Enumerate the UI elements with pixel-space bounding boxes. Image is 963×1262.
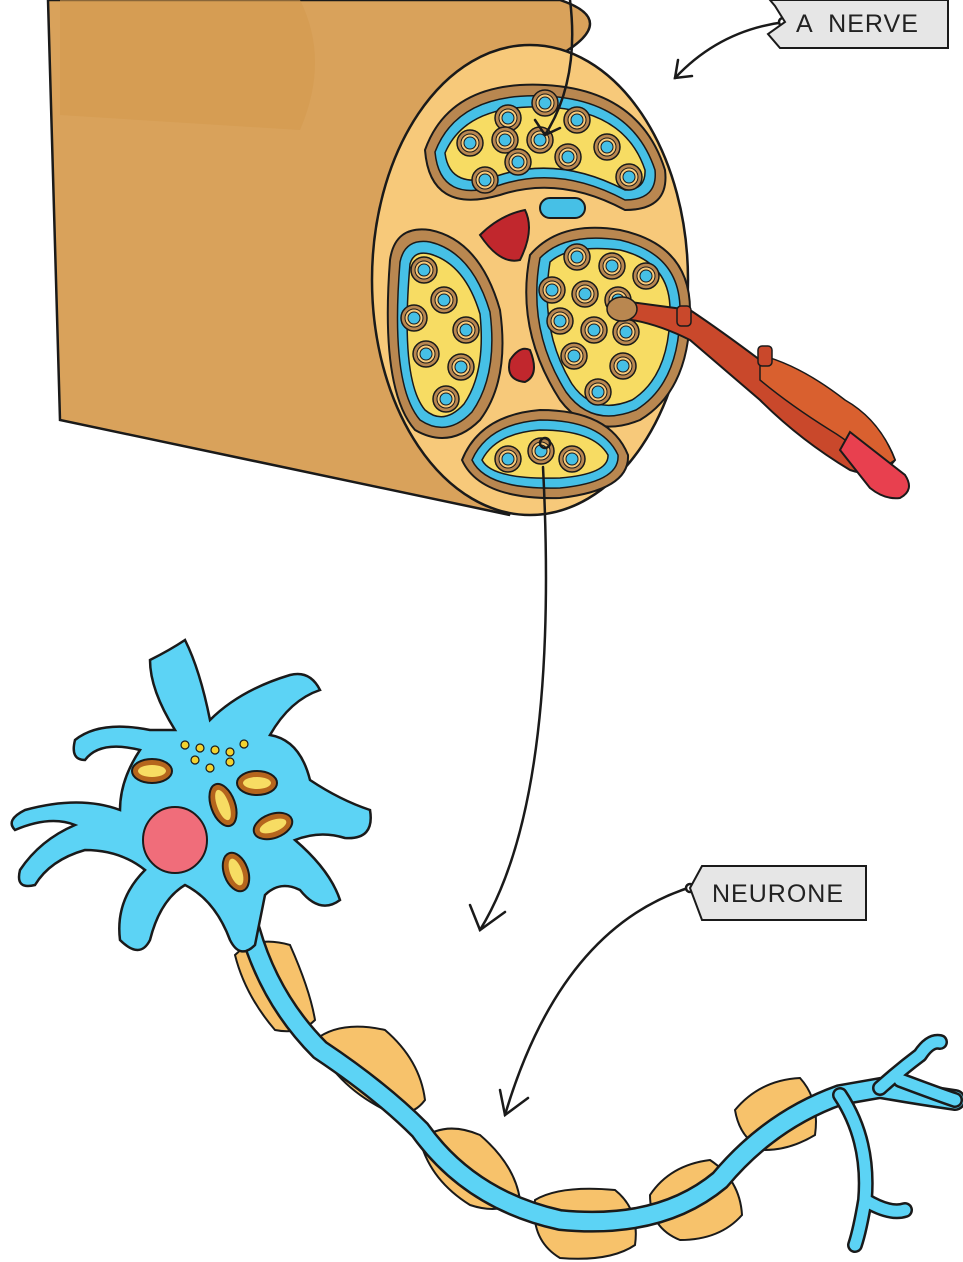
axon-core <box>640 270 652 282</box>
axon-core <box>438 294 450 306</box>
blue-vessel <box>540 198 585 218</box>
cell-body <box>12 640 371 951</box>
nerve-label: A NERVE <box>796 10 919 38</box>
axon-core <box>617 360 629 372</box>
axon-core <box>592 386 604 398</box>
axon-core <box>512 156 524 168</box>
axon-core <box>620 326 632 338</box>
axon-core <box>440 393 452 405</box>
axon-core <box>479 174 491 186</box>
axon-core <box>539 97 551 109</box>
axon-core <box>562 151 574 163</box>
axon-core <box>571 251 583 263</box>
axon-core <box>606 260 618 272</box>
neurone-label: NEURONE <box>712 880 844 908</box>
neurone-label-tag: NEURONE <box>690 866 866 920</box>
axon-core <box>566 453 578 465</box>
arrow-nerve-label <box>675 22 785 78</box>
arrow-neurone-label <box>505 888 688 1115</box>
axon-core <box>588 324 600 336</box>
nerve-body-shade <box>60 0 315 130</box>
nucleus <box>143 807 207 873</box>
arrow-axon-to-neurone <box>480 467 546 930</box>
axon-core <box>408 312 420 324</box>
axon-core <box>502 453 514 465</box>
axon-core <box>464 137 476 149</box>
axon-core <box>460 324 472 336</box>
nerve-label-tag: A NERVE <box>768 0 948 48</box>
axon-core <box>418 264 430 276</box>
axon-core <box>455 361 467 373</box>
axon-core <box>623 171 635 183</box>
axon-core <box>546 284 558 296</box>
axon-core <box>499 134 511 146</box>
axon-core <box>502 112 514 124</box>
axon-core <box>568 350 580 362</box>
axon-core <box>554 315 566 327</box>
neurone-illustration <box>12 640 955 1259</box>
axon-core <box>601 141 613 153</box>
axon-core <box>579 288 591 300</box>
axon-core <box>420 348 432 360</box>
nerve-bundle <box>48 0 909 515</box>
axon-core <box>571 114 583 126</box>
